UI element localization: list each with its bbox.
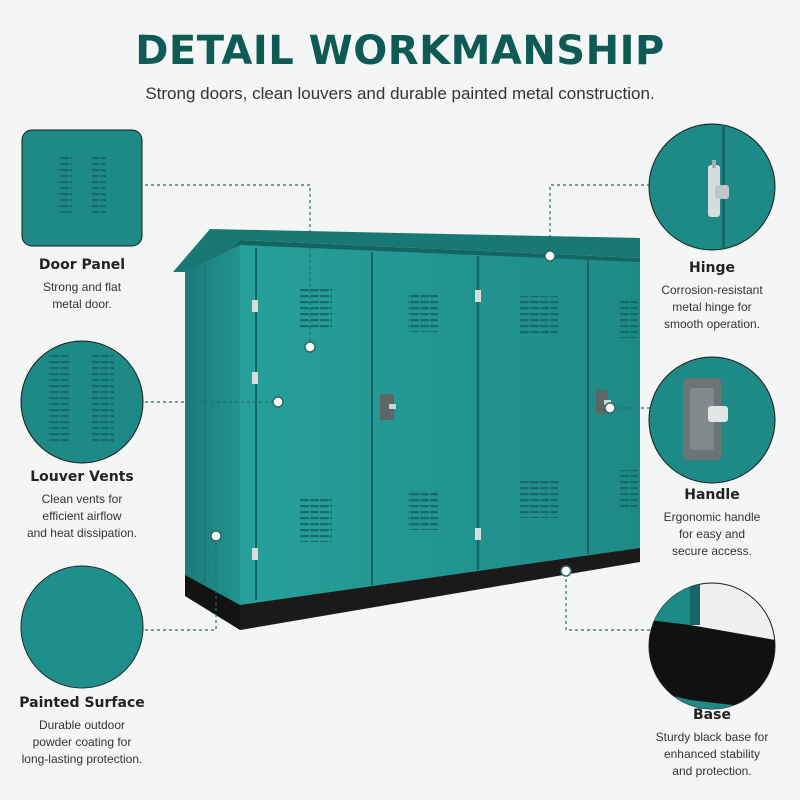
door-panel-description: Strong and flat metal door. [42, 280, 122, 311]
louver-vents-title: Louver Vents [30, 469, 134, 485]
leader-markers [210, 250, 616, 577]
cabinet [173, 229, 640, 630]
leader-lines [145, 184, 650, 631]
base-thumbnail [648, 582, 776, 710]
door-panel-title: Door Panel [38, 257, 126, 273]
page-subtitle: Strong doors, clean louvers and durable … [145, 84, 655, 103]
hinge-thumbnail [648, 123, 776, 251]
hinge-label: Hinge Corrosion-resistant metal hinge fo… [632, 260, 792, 333]
painted-surface-thumbnail [20, 565, 144, 689]
base-label: Base Sturdy black base for enhanced stab… [632, 707, 792, 780]
louver-vents-thumbnail [20, 340, 144, 464]
hinge-description: Corrosion-resistant metal hinge for smoo… [661, 283, 763, 331]
door-panel-label: Door Panel Strong and flat metal door. [2, 257, 162, 313]
handle-description: Ergonomic handle for easy and secure acc… [663, 510, 761, 558]
louver-vents-label: Louver Vents Clean vents for efficient a… [2, 469, 162, 542]
page-title: DETAIL WORKMANSHIP [135, 28, 665, 74]
painted-surface-description: Durable outdoor powder coating for long-… [21, 718, 143, 766]
hinge-title: Hinge [689, 260, 735, 276]
handle-label: Handle Ergonomic handle for easy and sec… [632, 487, 792, 560]
base-description: Sturdy black base for enhanced stability… [655, 730, 769, 778]
handle-thumbnail [648, 356, 776, 484]
door-panel-thumbnail [21, 129, 143, 247]
painted-surface-label: Painted Surface Durable outdoor powder c… [2, 695, 162, 768]
handle-title: Handle [684, 487, 740, 503]
painted-surface-title: Painted Surface [19, 695, 145, 711]
louver-vents-description: Clean vents for efficient airflow and he… [26, 492, 138, 540]
base-title: Base [693, 707, 731, 723]
